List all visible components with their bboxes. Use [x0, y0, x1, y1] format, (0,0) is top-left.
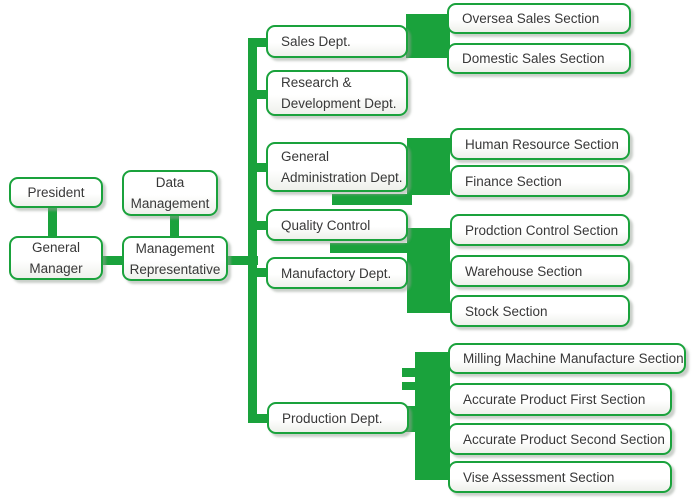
- org-box-domestic-sales-section: Domestic Sales Section: [447, 43, 631, 74]
- band-below-general-administration: [332, 194, 412, 205]
- link-general-manager-representative: [103, 256, 123, 265]
- org-box-accurate-product-first-section: Accurate Product First Section: [448, 383, 672, 416]
- org-box-label: Human Resource Section: [465, 136, 619, 152]
- org-box-label: Manufactory Dept.: [281, 265, 392, 281]
- org-box-label: Management: [130, 196, 210, 211]
- stub-manufactory-dept: [248, 268, 268, 277]
- org-box-label: Accurate Product First Section: [463, 392, 646, 407]
- stub-general-administration-dept: [248, 163, 268, 172]
- org-box-human-resource-section: Human Resource Section: [450, 128, 630, 160]
- org-box-label: Prodction Control Section: [465, 222, 619, 238]
- org-box-label: Production Dept.: [282, 410, 383, 426]
- org-box-accurate-product-second-section: Accurate Product Second Section: [448, 423, 672, 455]
- org-box-label: Administration Dept.: [281, 170, 403, 185]
- org-box-label: Quality Control: [281, 217, 371, 233]
- block-general-administration-sections: [407, 138, 450, 195]
- org-box-vise-assessment-section: Vise Assessment Section: [448, 461, 672, 493]
- org-box-president: President: [9, 177, 103, 208]
- org-box-label: Representative: [129, 261, 221, 277]
- org-box-label: General: [281, 149, 330, 164]
- org-box-label: Milling Machine Manufacture Section: [463, 351, 684, 366]
- production-block-stub-upper: [402, 368, 418, 377]
- org-box-finance-section: Finance Section: [450, 165, 630, 197]
- org-box-label: Management: [135, 240, 215, 256]
- org-box-label: Research &: [281, 75, 352, 90]
- org-box-prodction-control-section: Prodction Control Section: [450, 214, 630, 246]
- org-box-label: Data: [155, 175, 185, 190]
- block-sales-sections: [406, 14, 450, 58]
- org-box-oversea-sales-section: Oversea Sales Section: [447, 3, 631, 34]
- org-box-production-dept: Production Dept.: [267, 402, 409, 434]
- org-box-label: Domestic Sales Section: [462, 51, 605, 66]
- org-box-label: Accurate Product Second Section: [463, 431, 665, 447]
- org-box-label: President: [27, 185, 85, 200]
- stub-sales-dept: [248, 38, 268, 47]
- production-block-stub-lower: [402, 382, 420, 390]
- block-manufactory-sections: [407, 228, 450, 313]
- org-box-warehouse-section: Warehouse Section: [450, 255, 630, 287]
- org-box-label: Vise Assessment Section: [463, 469, 615, 485]
- org-box-label: Development Dept.: [281, 96, 397, 111]
- org-box-manufactory-dept: Manufactory Dept.: [266, 257, 408, 289]
- link-president-general-manager: [48, 208, 57, 237]
- org-box-label: Stock Section: [465, 303, 548, 319]
- stub-research-development-dept: [248, 90, 268, 99]
- org-box-label: Oversea Sales Section: [462, 11, 600, 26]
- org-box-research-development-dept: Research & Development Dept.: [266, 70, 408, 116]
- org-box-milling-machine-manufacture-section: Milling Machine Manufacture Section: [448, 343, 686, 374]
- org-box-label: Warehouse Section: [465, 263, 583, 279]
- org-box-label: General: [31, 240, 81, 255]
- stub-production-dept: [248, 414, 269, 423]
- org-box-sales-dept: Sales Dept.: [266, 25, 408, 58]
- org-box-label: Finance Section: [465, 173, 562, 189]
- band-below-quality-control: [330, 243, 433, 253]
- trunk-vertical: [248, 38, 257, 423]
- org-box-stock-section: Stock Section: [450, 295, 630, 327]
- org-box-label: Sales Dept.: [281, 34, 351, 49]
- link-representative-trunk: [228, 256, 258, 265]
- org-box-label: Manager: [29, 261, 83, 276]
- stub-quality-control: [248, 221, 268, 230]
- org-box-quality-control: Quality Control: [266, 209, 408, 241]
- link-data-management-representative: [170, 215, 179, 237]
- block-production-sections: [415, 352, 450, 480]
